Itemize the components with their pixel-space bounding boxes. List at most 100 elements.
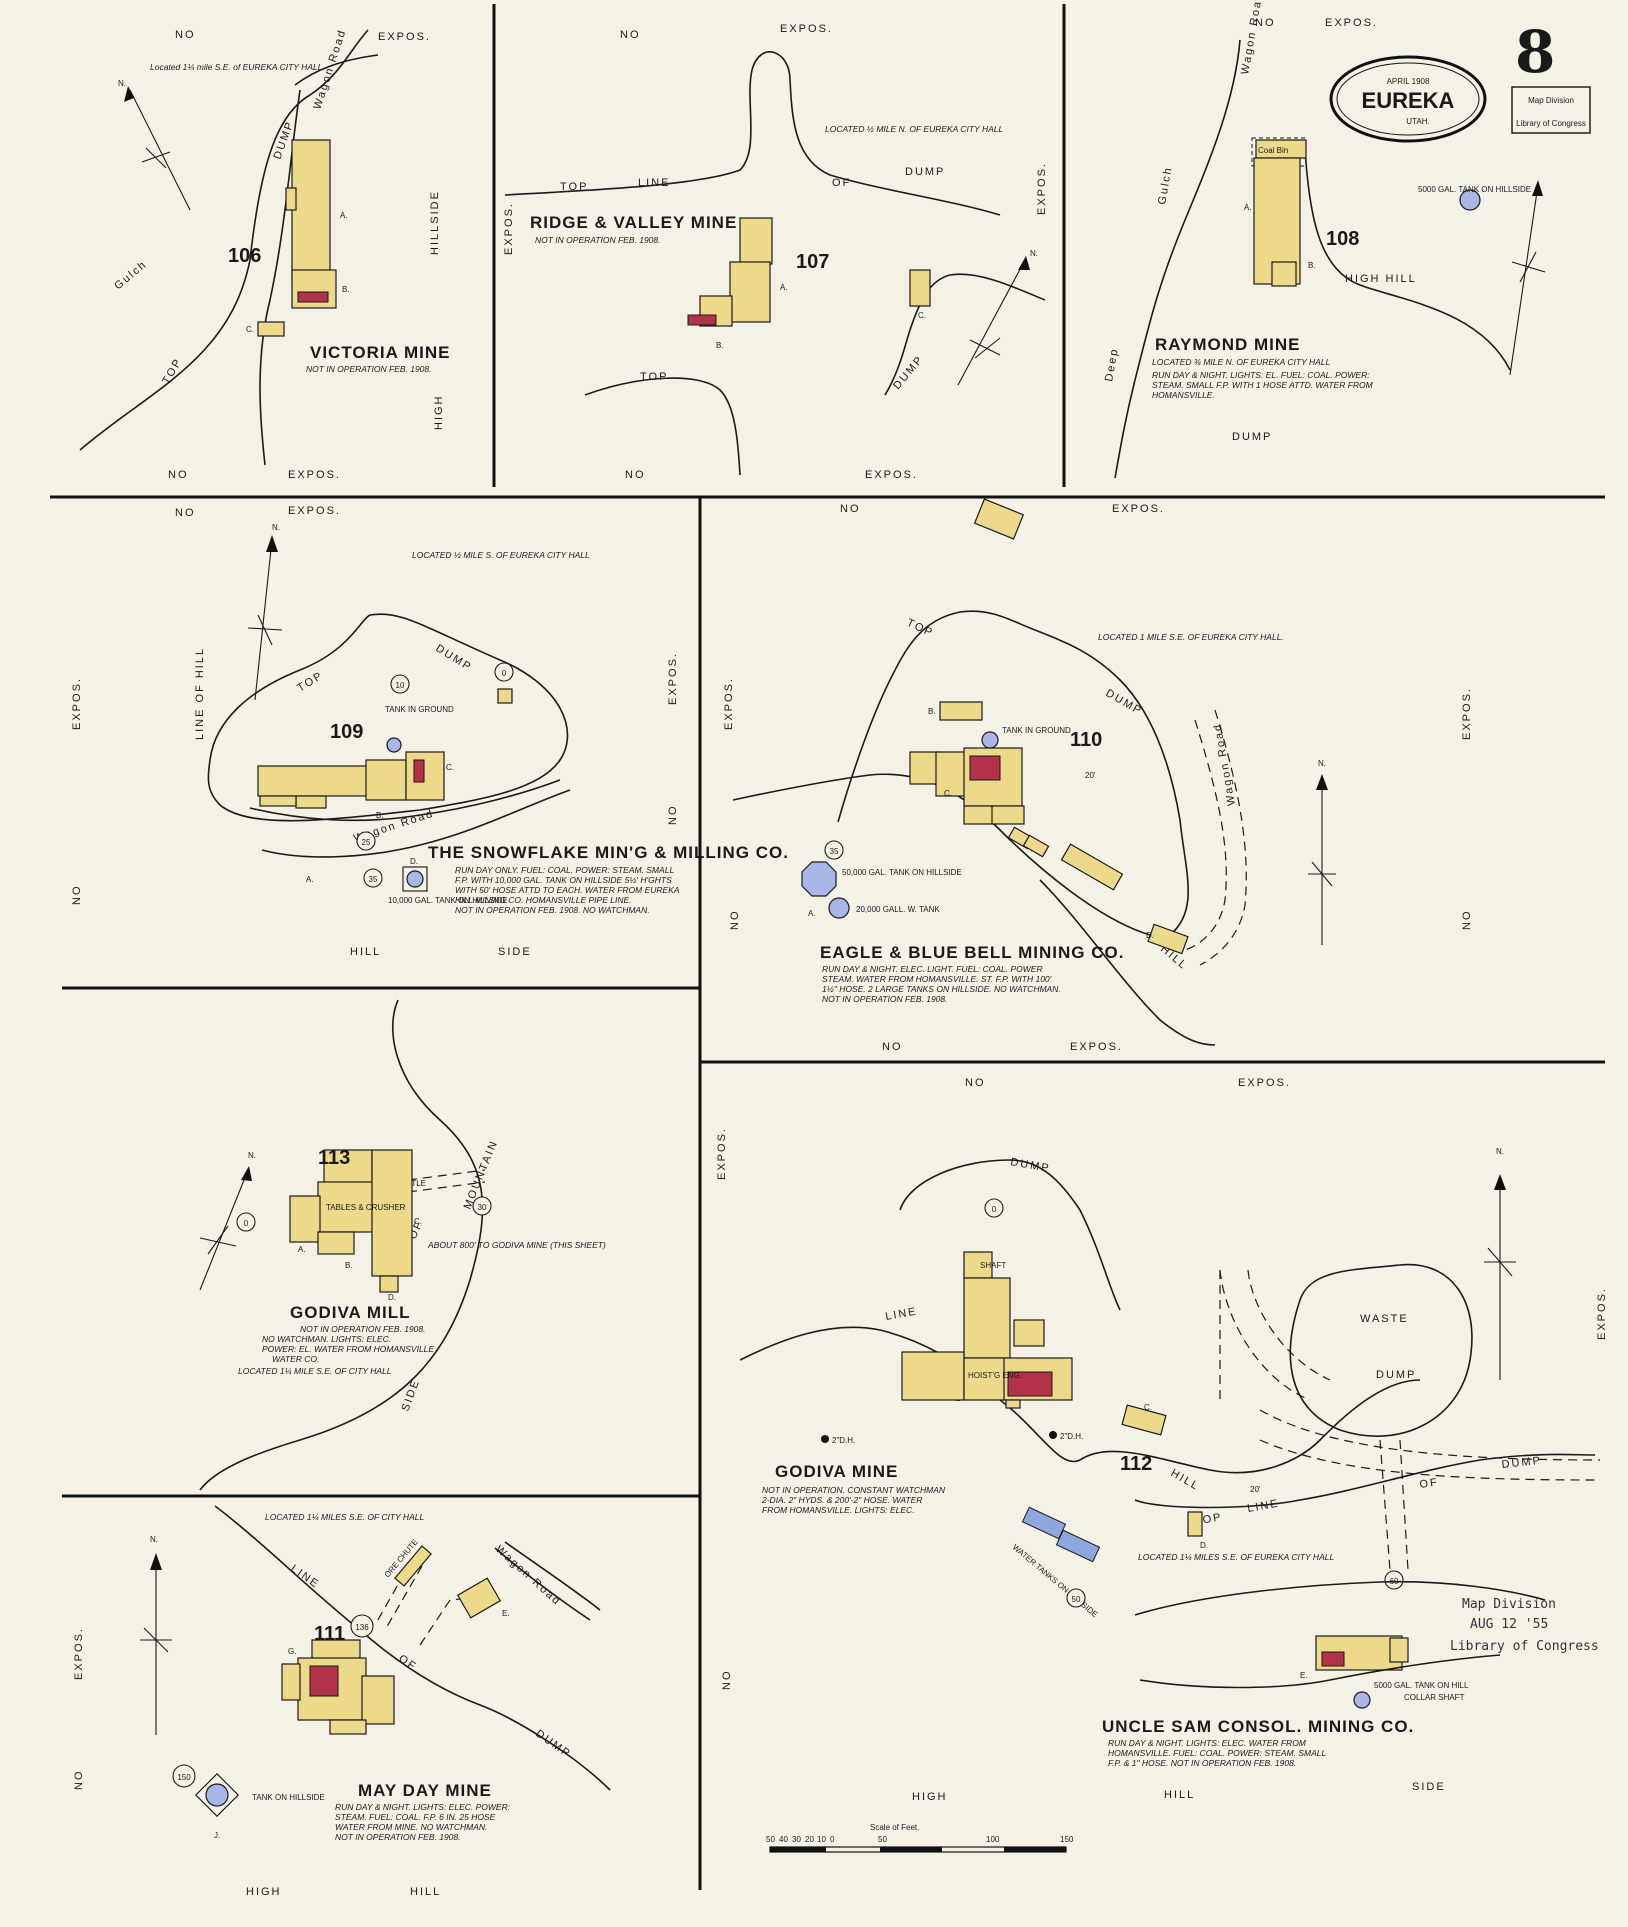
note-uncle-sam-3: F.P. & 1" HOSE. NOT IN OPERATION FEB. 19…	[1108, 1758, 1296, 1768]
note-109-5: NOT IN OPERATION FEB. 1908. NO WATCHMAN.	[455, 905, 650, 915]
label-waste-112: WASTE	[1360, 1313, 1409, 1325]
label-hill-uncle-sam: HILL	[1164, 1789, 1195, 1801]
scale-bar: Scale of Feet. 50 40 30 20 10 0 50 100 1…	[766, 1823, 1074, 1853]
label-shaft-112: SHAFT	[980, 1261, 1006, 1270]
label-top-107: TOP	[560, 181, 588, 193]
label-gulch-108: Gulch	[1156, 165, 1175, 205]
note-110-2: STEAM. WATER FROM HOMANSVILLE. ST. F.P. …	[822, 974, 1052, 984]
note-108-3: HOMANSVILLE.	[1152, 390, 1215, 400]
svg-text:N.: N.	[272, 523, 280, 532]
note-111-1: RUN DAY & NIGHT. LIGHTS: ELEC. POWER:	[335, 1802, 511, 1812]
label-hoist-112: HOIST'G ENG.	[968, 1371, 1022, 1380]
svg-text:25: 25	[362, 838, 371, 847]
label-high-112: HIGH	[912, 1791, 948, 1803]
label-no: NO	[175, 29, 196, 41]
note-112-2: 2-DIA. 2" HYDS. & 200'-2" HOSE. WATER	[761, 1495, 922, 1505]
stamp-line2: AUG 12 '55	[1470, 1617, 1548, 1632]
tank-in-ground-110: TANK IN GROUND	[1002, 726, 1071, 735]
note-113-1: NOT IN OPERATION FEB. 1908.	[300, 1324, 425, 1334]
panel-uncle-sam: 5000 GAL. TANK ON HILL COLLAR SHAFT E. U…	[1102, 1635, 1501, 1801]
svg-text:N.: N.	[118, 79, 126, 88]
label-expos-108: EXPOS.	[1325, 17, 1378, 29]
note-112-1: NOT IN OPERATION. CONSTANT WATCHMAN	[762, 1485, 946, 1495]
north-arrow-108	[1509, 180, 1546, 376]
north-arrow-113: N.	[199, 1151, 256, 1291]
letter-113-d: D.	[388, 1293, 396, 1302]
label-expos: EXPOS.	[378, 31, 431, 43]
letter-106-c: C.	[246, 325, 254, 334]
scale-tick-4: 10	[817, 1835, 826, 1844]
label-dump-112b: DUMP	[1009, 1156, 1051, 1175]
note-113-3: POWER: EL. WATER FROM HOMANSVILLE	[262, 1344, 434, 1354]
note-107: NOT IN OPERATION FEB. 1908.	[535, 235, 660, 245]
label-side-109: SIDE	[498, 946, 532, 958]
letter-110-a: A.	[808, 909, 816, 918]
letter-113-a: A.	[298, 1245, 306, 1254]
label-no-106b: NO	[168, 469, 189, 481]
label-line-of-hill-109: LINE OF HILL	[194, 647, 206, 740]
label-no-110: NO	[840, 503, 861, 515]
letter-112-c: C.	[1144, 1403, 1152, 1412]
label-no-110-left: NO	[729, 910, 741, 931]
label-line-107: LINE	[638, 177, 670, 189]
svg-text:N.: N.	[1496, 1147, 1504, 1156]
letter-109-b: B.	[376, 811, 384, 820]
label-no-111: NO	[73, 1770, 85, 1791]
title-uncle-sam: UNCLE SAM CONSOL. MINING CO.	[1102, 1717, 1414, 1736]
letter-109-c: C.	[446, 763, 454, 772]
panel-frames	[50, 4, 1605, 1890]
label-no-110-right: NO	[1461, 910, 1473, 931]
note-109-3: WITH 50' HOSE ATTD TO EACH. WATER FROM E…	[455, 885, 680, 895]
located-108: LOCATED ¾ MILE N. OF EUREKA CITY HALL	[1152, 357, 1331, 367]
number-110: 110	[1070, 729, 1102, 751]
dh-112-a: 2"D.H.	[832, 1436, 855, 1445]
panel-107-ridge-valley: NO EXPOS. LOCATED ½ MILE N. OF EUREKA CI…	[503, 23, 1048, 481]
label-no-112-left: NO	[721, 1670, 733, 1691]
label-dump-112: DUMP	[1376, 1369, 1416, 1381]
library-box-line2: Library of Congress	[1516, 119, 1586, 128]
circle-113-a: 0	[244, 1219, 249, 1228]
label-high-106: HIGH	[433, 395, 445, 431]
label-hill-111: HILL	[410, 1886, 441, 1898]
label-expos-111: EXPOS.	[73, 1627, 85, 1680]
letter-106-b: B.	[342, 285, 350, 294]
scale-tick-6: 50	[878, 1835, 887, 1844]
title-108: RAYMOND MINE	[1155, 335, 1301, 354]
label-expos-107: EXPOS.	[780, 23, 833, 35]
label-no-108: NO	[1255, 17, 1276, 29]
number-113: 113	[318, 1147, 350, 1169]
library-box-line1: Map Division	[1528, 96, 1574, 105]
letter-110-c: C.	[944, 789, 952, 798]
collar-shaft-uncle-sam: COLLAR SHAFT	[1404, 1693, 1465, 1702]
label-about-800-113: ABOUT 800' TO GODIVA MINE (THIS SHEET)	[427, 1240, 606, 1250]
title-113: GODIVA MILL	[290, 1303, 411, 1322]
stamp-line1: Map Division	[1462, 1597, 1556, 1612]
panel-110-eagle-blue-bell: NO EXPOS. LOCATED 1 MILE S.E. OF EUREKA …	[723, 498, 1473, 1053]
note-112-3: FROM HOMANSVILLE. LIGHTS: ELEC.	[762, 1505, 915, 1515]
number-107: 107	[796, 251, 829, 273]
located-106: Located 1¼ mile S.E. of EUREKA CITY HALL	[150, 62, 323, 72]
note-111-4: NOT IN OPERATION FEB. 1908.	[335, 1832, 460, 1842]
note-113-4: WATER CO.	[272, 1354, 319, 1364]
label-hillside-106: HILLSIDE	[429, 190, 441, 255]
library-box: Map Division Library of Congress	[1511, 86, 1591, 134]
cartouche-city: EUREKA	[1362, 88, 1455, 113]
letter-107-c: C.	[918, 311, 926, 320]
title-109: THE SNOWFLAKE MIN'G & MILLING CO.	[428, 843, 789, 862]
number-112: 112	[1120, 1453, 1152, 1475]
letter-109-a: A.	[306, 875, 314, 884]
label-of-107: OF	[832, 177, 851, 189]
circle-111-b: 150	[177, 1773, 191, 1782]
svg-text:N.: N.	[248, 1151, 256, 1160]
label-top-line-106: TOP	[160, 356, 185, 387]
north-arrow-107: N.	[957, 249, 1038, 386]
circle-111-a: 136	[355, 1623, 369, 1632]
label-hill-112: HILL	[1169, 1467, 1202, 1493]
scale-tick-1: 40	[779, 1835, 788, 1844]
note-111-3: WATER FROM MINE. NO WATCHMAN.	[335, 1822, 487, 1832]
label-coal-bin-108: Coal Bin	[1258, 146, 1288, 155]
label-hill-109: HILL	[350, 946, 381, 958]
number-108: 108	[1326, 228, 1359, 250]
